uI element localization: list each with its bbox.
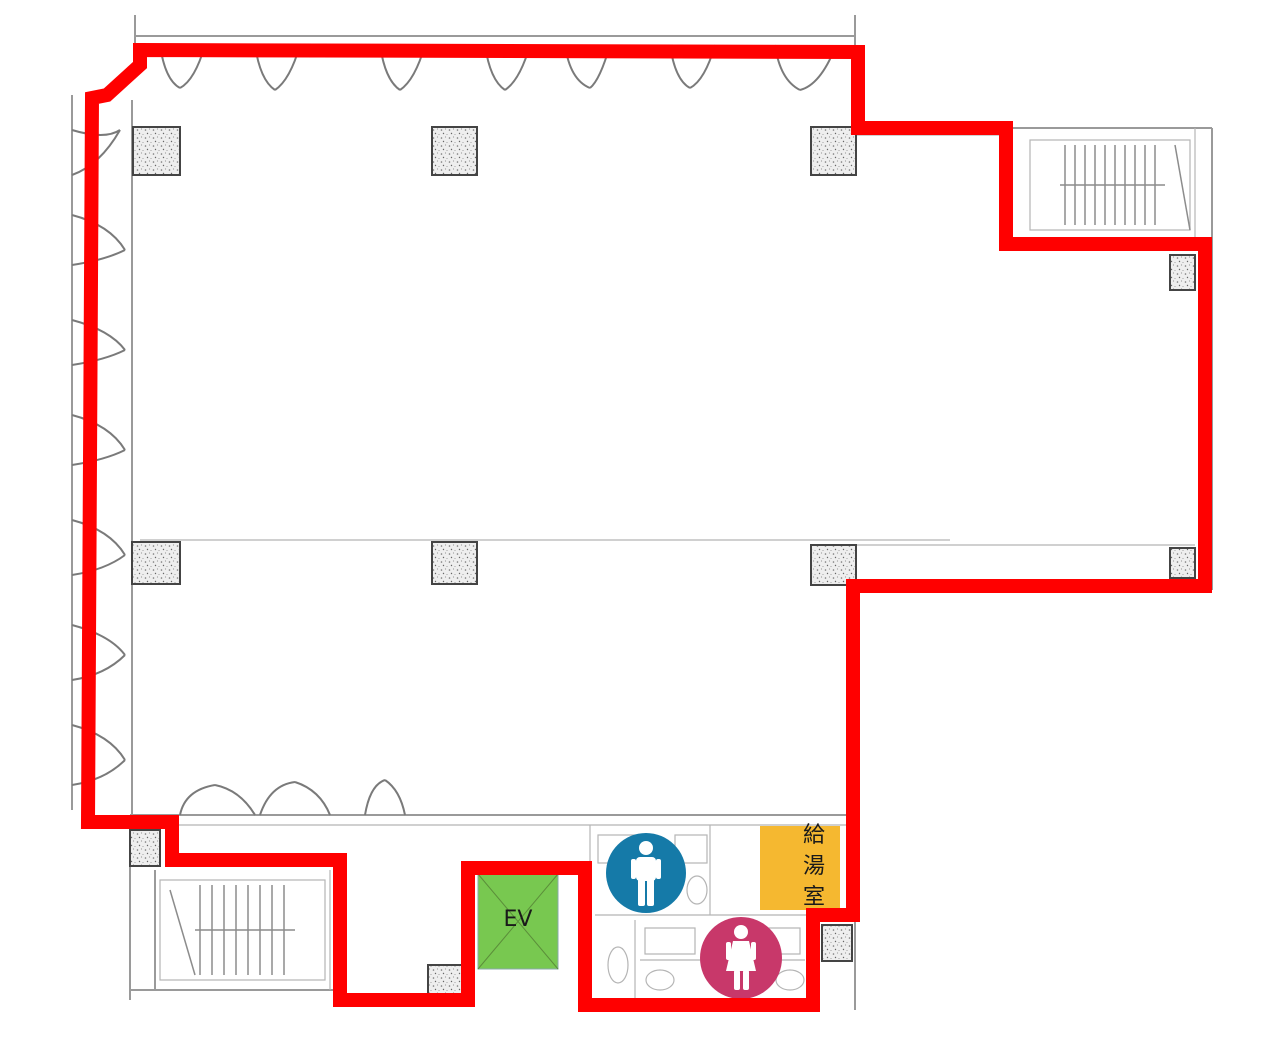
column bbox=[132, 126, 181, 176]
column bbox=[427, 964, 463, 996]
column bbox=[810, 126, 857, 176]
bottom-doors bbox=[179, 779, 406, 816]
stair-bottom-left bbox=[159, 879, 326, 981]
column bbox=[1169, 547, 1196, 579]
columns bbox=[129, 126, 1196, 996]
kitchenette-label-2: 湯 bbox=[803, 854, 825, 879]
column bbox=[821, 924, 853, 962]
kitchenette-box bbox=[760, 826, 840, 910]
kitchenette-label-1: 給 bbox=[803, 823, 825, 848]
column bbox=[129, 829, 161, 867]
kitchenette-label-3: 室 bbox=[803, 885, 825, 910]
stair-top-right bbox=[1029, 139, 1191, 231]
column bbox=[810, 544, 857, 586]
male-restroom-icon bbox=[606, 833, 686, 913]
column bbox=[131, 541, 181, 585]
elevator-label: EV bbox=[504, 907, 533, 932]
left-doors bbox=[71, 129, 126, 786]
column bbox=[1169, 254, 1196, 291]
column bbox=[431, 126, 478, 176]
elevator: EV bbox=[477, 873, 559, 970]
female-restroom-icon bbox=[700, 917, 782, 999]
column bbox=[431, 541, 478, 585]
tenant-area-outline bbox=[80, 42, 1212, 1012]
kitchenette: 給 湯 室 bbox=[760, 823, 840, 910]
